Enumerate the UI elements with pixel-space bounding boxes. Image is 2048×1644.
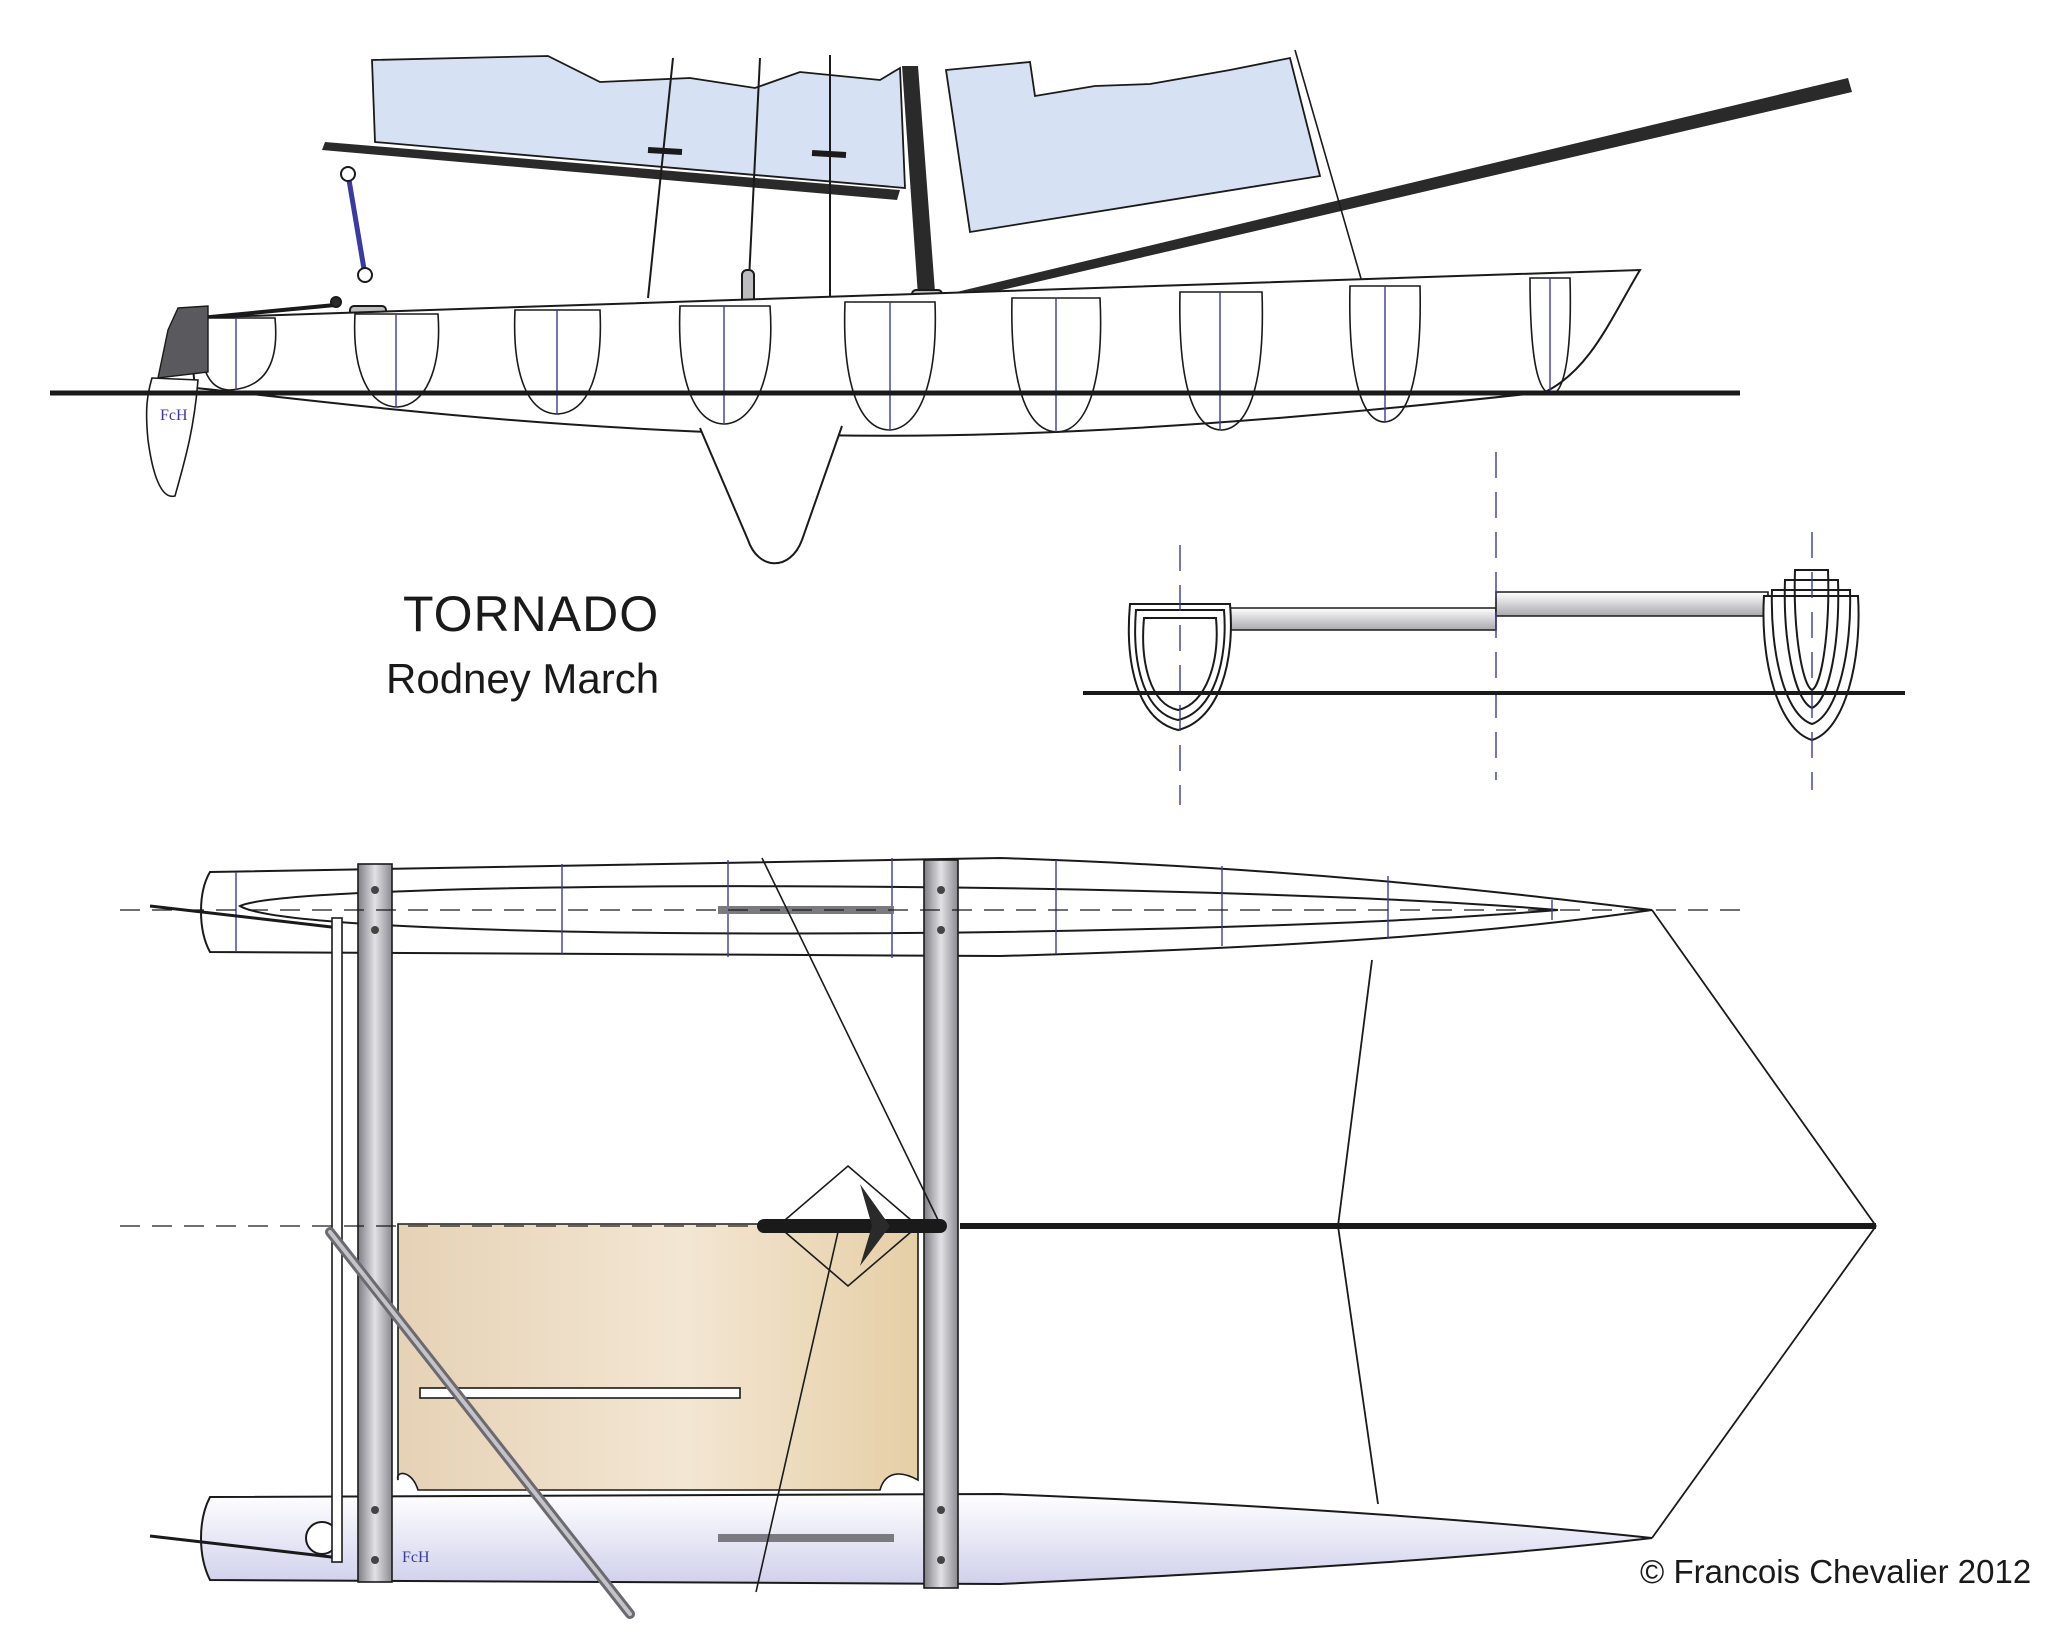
bridle-top (1651, 909, 1877, 1227)
plan-view (120, 856, 1877, 1619)
bridle-bottom (1651, 1225, 1877, 1539)
jib (944, 56, 1322, 234)
page-title: TORNADO (403, 586, 660, 642)
shroud-line (761, 857, 941, 1225)
bowsprit (940, 78, 1852, 304)
tiller (199, 303, 336, 320)
centreboard (699, 425, 843, 565)
mast-rotator-diamond (776, 1164, 920, 1288)
mainsheet (345, 173, 368, 276)
tiller-bottom (149, 1534, 341, 1560)
profile-view (50, 49, 1852, 565)
shroud (647, 57, 674, 299)
boom (322, 142, 900, 200)
shroud (747, 57, 761, 301)
shroud-line (755, 1231, 839, 1593)
jib-sheet-top (1337, 959, 1373, 1227)
jib-sheet-bottom (1337, 1225, 1379, 1505)
rudder-blade (145, 377, 199, 497)
batten (647, 147, 683, 155)
trampoline-batten (419, 1387, 741, 1399)
mast-section (860, 1184, 890, 1266)
section-view (1083, 452, 1905, 805)
section-beam-right (1495, 591, 1769, 617)
hull-profile (186, 268, 1642, 437)
designer-name: Rodney March (386, 655, 660, 702)
forestay (1294, 49, 1363, 283)
plan-hull-top-deck (237, 885, 1559, 935)
mainsail (371, 55, 906, 189)
tiller-top (149, 904, 341, 930)
plan-hatch-bottom (718, 1534, 894, 1542)
rudder-stock (157, 305, 209, 379)
mast (902, 66, 935, 296)
signature-mark: FcH (160, 407, 188, 424)
signature-mark: FcH (402, 1549, 430, 1566)
beam-bolts (371, 886, 945, 1564)
rear-beam (357, 863, 393, 1583)
trampoline (396, 1223, 919, 1491)
copyright-notice: © Francois Chevalier 2012 (1640, 1553, 2032, 1590)
section-beam-left (1227, 607, 1497, 631)
